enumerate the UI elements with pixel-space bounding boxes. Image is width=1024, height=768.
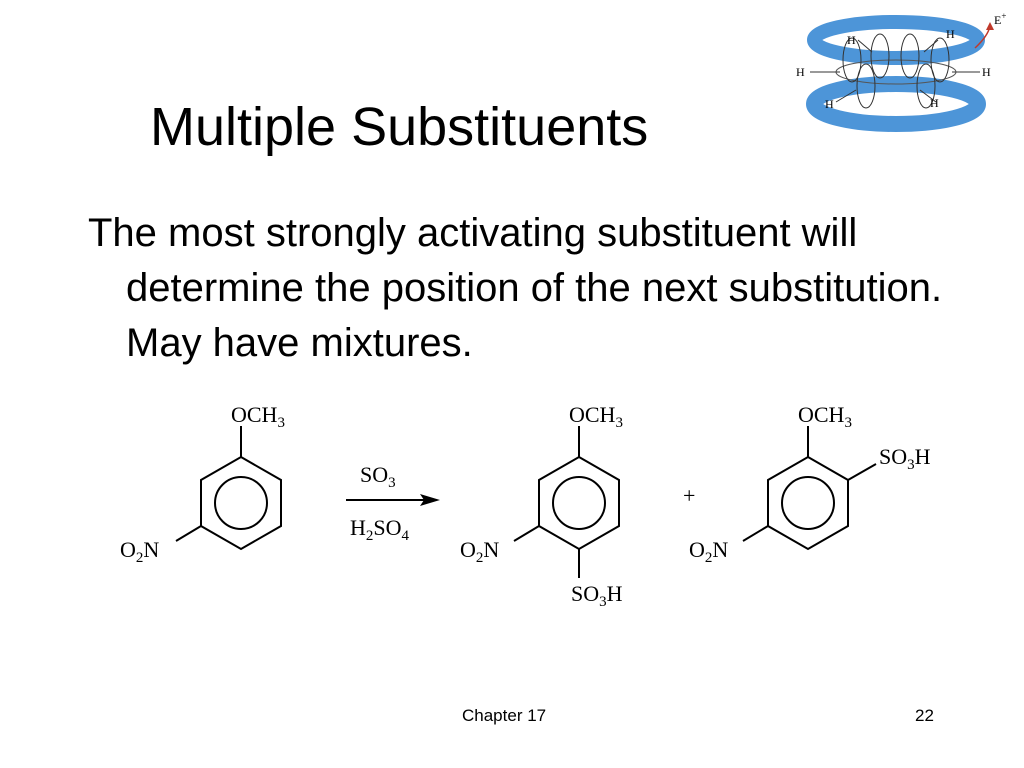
logo-hydrogen-label: H xyxy=(825,97,834,111)
reagent-so3-label: SO3 xyxy=(360,462,396,491)
slide-body-text: The most strongly activating substituent… xyxy=(88,211,943,365)
bond-to-no2 xyxy=(175,525,202,542)
benzene-pi-cloud-icon: H H H H H H E+ xyxy=(796,11,1006,132)
reagent-h2so4-label: H2SO4 xyxy=(350,515,410,544)
aromatic-circle xyxy=(781,476,835,530)
reactant-och3-label: OCH3 xyxy=(231,402,285,431)
product-1-molecule xyxy=(513,426,620,578)
product-1-och3-label: OCH3 xyxy=(569,402,623,431)
product-2-no2-label: O2N xyxy=(689,537,728,566)
aromatic-circle xyxy=(552,476,606,530)
product-2-so3h-label: SO3H xyxy=(879,444,931,473)
aromatic-circle xyxy=(214,476,268,530)
benzene-ring xyxy=(200,455,282,551)
reactant-no2-label: O2N xyxy=(120,537,159,566)
slide-title: Multiple Substituents xyxy=(150,97,649,157)
bond-to-no2 xyxy=(513,525,540,542)
logo-hydrogen-label: H xyxy=(796,65,805,79)
logo-hydrogen-label: H xyxy=(847,33,856,47)
logo-hydrogen-label: H xyxy=(946,27,955,41)
benzene-ring xyxy=(538,455,620,551)
logo-hydrogen-label: H xyxy=(982,65,991,79)
product-2-molecule xyxy=(742,426,877,551)
plus-sign: + xyxy=(683,483,695,508)
reaction-arrow xyxy=(346,494,440,506)
bond-to-so3h xyxy=(847,463,877,481)
reactant-molecule xyxy=(175,426,282,551)
footer-chapter: Chapter 17 xyxy=(462,706,547,725)
bond-to-no2 xyxy=(742,525,769,542)
product-2-och3-label: OCH3 xyxy=(798,402,852,431)
logo-hydrogen-label: H xyxy=(930,96,939,110)
logo-electrophile-label: E+ xyxy=(994,11,1006,27)
benzene-ring xyxy=(767,455,849,551)
product-1-so3h-label: SO3H xyxy=(571,581,623,610)
product-1-no2-label: O2N xyxy=(460,537,499,566)
footer-page-number: 22 xyxy=(915,706,934,725)
